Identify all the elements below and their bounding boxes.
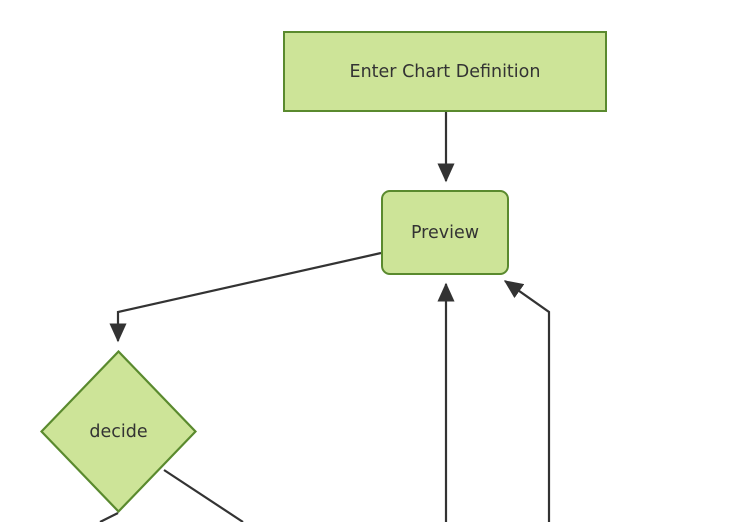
node-label-preview: Preview [410, 222, 480, 243]
edge-preview-to-decide [109, 251, 382, 343]
edge-decide-branch-left [99, 512, 119, 522]
node-decide[interactable]: decide [40, 350, 197, 513]
node-label-enter-chart-definition: Enter Chart Definition [349, 61, 541, 82]
diamond-shape-icon [40, 350, 197, 513]
node-enter-chart-definition[interactable]: Enter Chart Definition [283, 31, 607, 112]
edge-return-right-to-preview [503, 280, 551, 522]
edge-decide-branch-right [163, 469, 244, 522]
node-preview[interactable]: Preview [381, 190, 509, 275]
